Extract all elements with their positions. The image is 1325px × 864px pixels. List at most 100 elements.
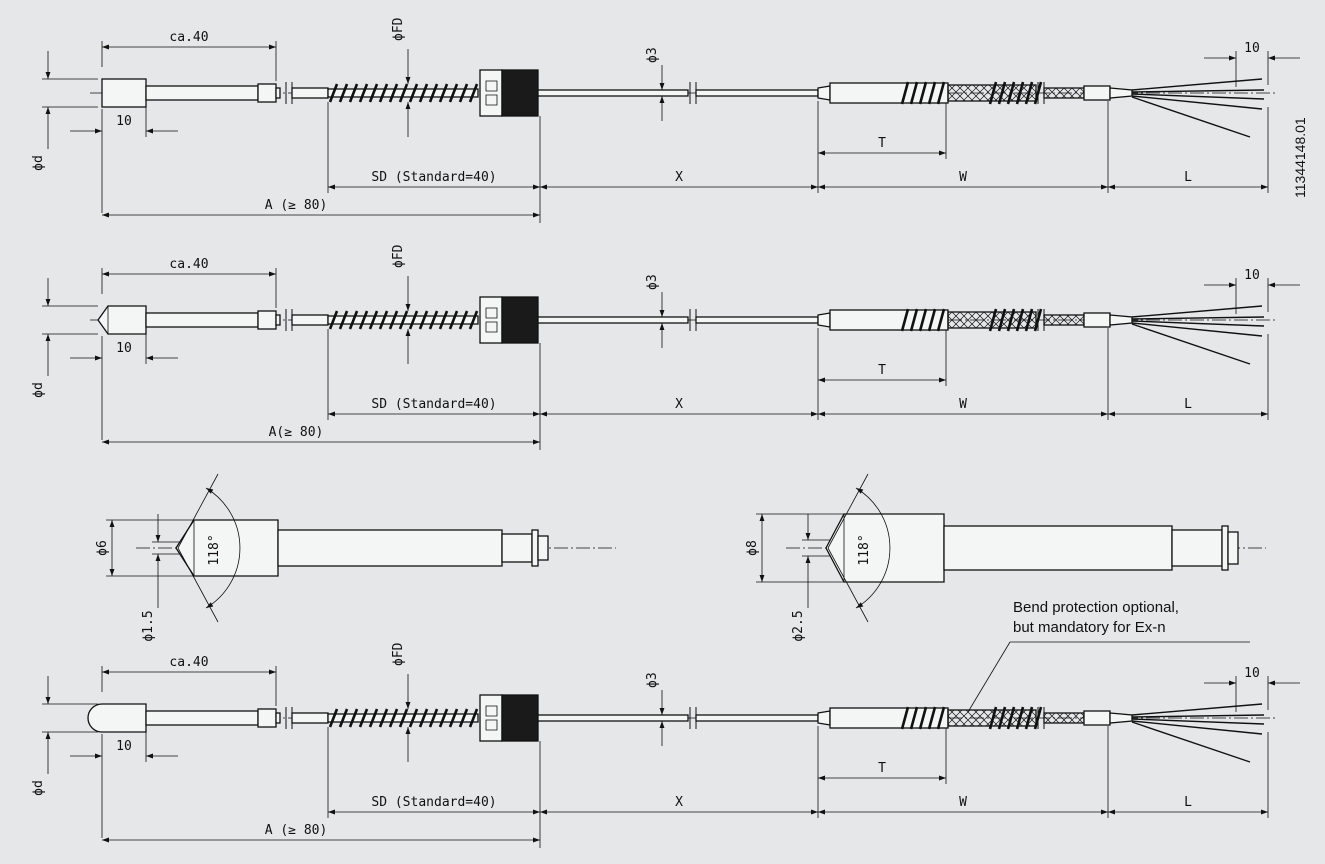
- ferrule-taper: [1109, 87, 1133, 99]
- dim-label-10: 10: [116, 114, 132, 129]
- detail-end: [1227, 531, 1239, 565]
- nut: [501, 296, 539, 344]
- dim-label-t: T: [878, 761, 886, 776]
- braid-sleeve: [947, 84, 1037, 102]
- angle-arc: [855, 487, 891, 609]
- wire-lead: [1131, 96, 1251, 138]
- wire-lead: [1131, 93, 1265, 100]
- spring-coils: [328, 708, 479, 728]
- fitting-body: [479, 296, 503, 344]
- braid-cable: [1043, 87, 1085, 99]
- dim-label-ca40: ca.40: [169, 30, 208, 45]
- braid-sleeve: [947, 709, 1037, 727]
- dim-label-sd: SD (Standard=40): [371, 397, 496, 412]
- dim-label-a: A (≥ 80): [265, 823, 328, 838]
- angle-arc: [205, 487, 241, 609]
- wire-lead: [1131, 322, 1263, 337]
- dim-label-l: L: [1184, 397, 1192, 412]
- angle-leg: [177, 473, 219, 549]
- detail-tip-body: [175, 519, 279, 577]
- fitting-slot: [485, 307, 498, 333]
- detail-stem: [943, 525, 1173, 571]
- sheath-neck: [275, 712, 281, 724]
- wire-lead: [1131, 78, 1263, 91]
- dim-label-phid: ϕd: [31, 382, 46, 398]
- dim-label-sd: SD (Standard=40): [371, 795, 496, 810]
- bend-protection-note-line1: Bend protection optional,: [1013, 599, 1179, 616]
- fitting-body: [479, 694, 503, 742]
- cable-x: [537, 89, 689, 97]
- wire-lead: [1131, 95, 1263, 110]
- sheath-tube-2: [291, 87, 329, 99]
- dim-label-phid: ϕd: [31, 780, 46, 796]
- dim-label-l: L: [1184, 170, 1192, 185]
- wire-lead: [1131, 703, 1263, 716]
- dim-label-big-dia: ϕ6: [95, 540, 110, 556]
- cable-x: [537, 316, 689, 324]
- dim-label-t: T: [878, 363, 886, 378]
- dim-label-small-dia: ϕ2.5: [791, 610, 806, 641]
- dim-label-10-wire: 10: [1244, 41, 1260, 56]
- braid-cable: [1043, 314, 1085, 326]
- dim-label-a: A (≥ 80): [265, 198, 328, 213]
- braid-cable: [1043, 712, 1085, 724]
- dim-label-phi3: ϕ3: [645, 274, 660, 290]
- dim-label-10: 10: [116, 739, 132, 754]
- dim-label-t: T: [878, 136, 886, 151]
- transition-cone: [817, 85, 831, 101]
- dim-label-big-dia: ϕ8: [745, 540, 760, 556]
- dim-label-w: W: [959, 795, 967, 810]
- dim-label-10-wire: 10: [1244, 268, 1260, 283]
- dim-label-x: X: [675, 397, 683, 412]
- transition-cone: [817, 312, 831, 328]
- nut: [501, 69, 539, 117]
- sheath-tube: [145, 710, 259, 726]
- fitting-slot: [485, 80, 498, 106]
- spring-coils: [328, 83, 479, 103]
- sheath-step: [257, 83, 277, 103]
- drawing-id: 11344148.01: [1292, 117, 1308, 198]
- dim-label-phifd: ϕFD: [391, 17, 406, 41]
- sheath-tube: [145, 85, 259, 101]
- dim-label-10-wire: 10: [1244, 666, 1260, 681]
- ferrule-taper: [1109, 314, 1133, 326]
- wire-lead: [1131, 720, 1263, 735]
- wire-lead: [1131, 316, 1265, 320]
- sheath-tube-2: [291, 314, 329, 326]
- detail-end: [537, 535, 549, 561]
- bend-protection-note-line2: but mandatory for Ex-n: [1013, 619, 1166, 636]
- cable-ferrule: [1083, 312, 1111, 328]
- braid-sleeve: [947, 311, 1037, 329]
- dim-label-a: A(≥ 80): [269, 425, 324, 440]
- dim-label-phid: ϕd: [31, 155, 46, 171]
- wire-lead: [1131, 721, 1251, 763]
- dim-label-x: X: [675, 170, 683, 185]
- ferrule-taper: [1109, 712, 1133, 724]
- sheath-neck: [275, 87, 281, 99]
- dim-label-sd: SD (Standard=40): [371, 170, 496, 185]
- cable-x: [537, 714, 689, 722]
- cable-ferrule: [1083, 85, 1111, 101]
- sheath-tube: [145, 312, 259, 328]
- cable-x-2: [695, 714, 819, 722]
- transition-cone: [817, 710, 831, 726]
- dim-label-phi3: ϕ3: [645, 47, 660, 63]
- wire-lead: [1131, 305, 1263, 318]
- spring-coils: [328, 310, 479, 330]
- angle-leg: [827, 547, 869, 623]
- tip-sleeve: [97, 305, 147, 335]
- detail-collar: [531, 529, 539, 567]
- dim-label-phi3: ϕ3: [645, 672, 660, 688]
- dim-label-l: L: [1184, 795, 1192, 810]
- sheath-step: [257, 310, 277, 330]
- bend-protection-leader-diag: [967, 641, 1011, 713]
- detail-stem-step: [501, 533, 533, 563]
- dim-label-ca40: ca.40: [169, 257, 208, 272]
- detail-stem: [277, 529, 503, 567]
- fitting-body: [479, 69, 503, 117]
